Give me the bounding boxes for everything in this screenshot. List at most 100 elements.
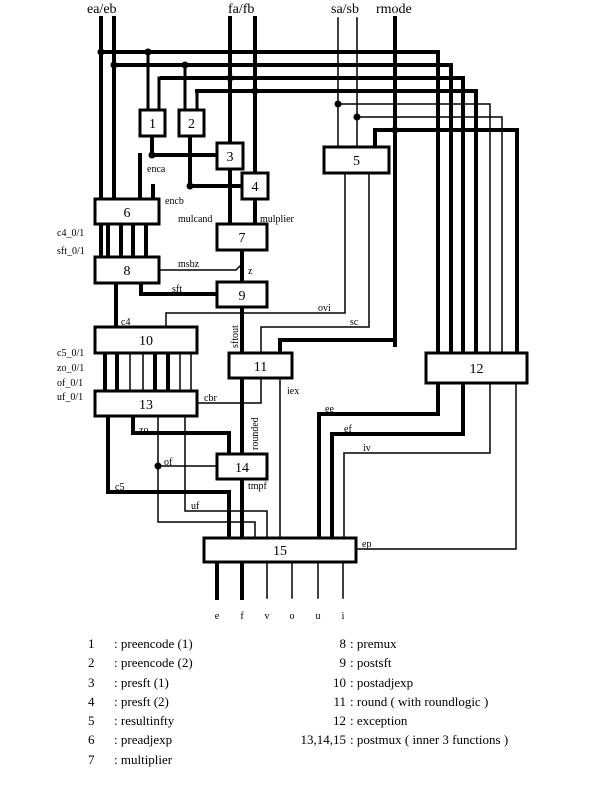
junction-dot	[391, 126, 399, 134]
junction-dot	[110, 61, 118, 69]
signal-label-c4: c4	[121, 317, 130, 328]
signal-label-c5-01: c5_0/1	[57, 348, 84, 359]
signal-label-cbr: cbr	[204, 393, 217, 404]
junction-dot	[97, 48, 105, 56]
signal-label-ovi: ovi	[318, 303, 331, 314]
block-label: 3	[227, 150, 234, 165]
block-label: 1	[149, 117, 156, 132]
legend-number: 3	[88, 674, 95, 690]
legend-number: 7	[88, 751, 95, 767]
legend-number: 12	[333, 713, 346, 729]
legend-item: 9: postsft	[286, 653, 508, 672]
legend-description: : round ( with roundlogic )	[350, 693, 489, 709]
block-label: 9	[239, 289, 246, 304]
signal-label-rounded: rounded	[250, 417, 261, 450]
output-label-o: o	[290, 611, 295, 622]
signal-label-c5: c5	[115, 482, 124, 493]
legend-item: 8: premux	[286, 634, 508, 653]
legend-item: 2: preencode (2)	[88, 653, 193, 672]
signal-label-z: z	[248, 266, 253, 277]
legend-number: 8	[339, 636, 347, 651]
output-label-e: e	[215, 611, 220, 622]
signal-label-mulcand: mulcand	[178, 214, 212, 225]
legend-item: 5: resultinfty	[88, 711, 193, 730]
signal-label-of: of	[164, 457, 173, 468]
legend-item: 6: preadjexp	[88, 730, 193, 749]
legend-item: 11: round ( with roundlogic )	[286, 692, 508, 711]
bus-fb	[195, 89, 478, 354]
input-label-rmode: rmode	[376, 2, 412, 17]
wire-ovi	[165, 171, 346, 328]
legend-description: : postmux ( inner 3 functions )	[350, 732, 509, 748]
wire-ee	[317, 381, 440, 540]
signal-label-zo-01: zo_0/1	[57, 363, 84, 374]
block-1-preencode-1	[138, 108, 167, 138]
legend-number: 2	[88, 655, 95, 671]
legend-item: 12: exception	[286, 711, 508, 730]
block-label: 8	[124, 264, 131, 279]
block-7-multiplier	[215, 222, 269, 252]
block-13-postmux	[93, 389, 199, 418]
output-label-v: v	[265, 611, 270, 622]
signal-label-uf-01: uf_0/1	[57, 392, 83, 403]
legend-description: : preencode (1)	[114, 636, 193, 651]
wire-c5	[106, 414, 231, 540]
legend-item: 13,14,15: postmux ( inner 3 functions )	[286, 730, 509, 749]
legend-item: 1: preencode (1)	[88, 634, 193, 653]
block-label: 15	[273, 544, 287, 559]
legend-number: 13,14,15	[300, 732, 347, 748]
wire-msbz	[158, 262, 244, 271]
signal-label-enca: enca	[147, 164, 166, 175]
output-label-i: i	[342, 611, 345, 622]
block-label: 4	[252, 180, 259, 195]
legend-number: 4	[88, 693, 95, 709]
junction-dot	[226, 74, 234, 82]
legend-description: : premux	[350, 636, 397, 651]
signal-label-sftout: sftout	[230, 325, 241, 348]
input-label-fa-fb: fa/fb	[228, 2, 254, 17]
block-label: 5	[353, 154, 360, 169]
legend-description: : multiplier	[114, 751, 173, 767]
signal-label-msbz: msbz	[178, 259, 200, 270]
legend-description: : presft (1)	[114, 674, 169, 690]
bus-rmode	[373, 128, 519, 354]
junction-dot	[334, 100, 342, 108]
junction-dot	[251, 87, 259, 95]
wire-zo	[131, 414, 231, 456]
block-label: 7	[239, 231, 246, 246]
block-label: 6	[124, 206, 131, 221]
output-label-u: u	[316, 611, 321, 622]
block-2-preencode-2	[177, 108, 206, 138]
legend-number: 10	[333, 674, 346, 690]
block-14-postmux	[215, 452, 269, 481]
block-label: 13	[139, 398, 153, 413]
input-label-sa-sb: sa/sb	[331, 2, 359, 17]
signal-label-iex: iex	[287, 386, 299, 397]
junction-dot	[353, 113, 361, 121]
legend-description: : postadjexp	[350, 674, 414, 690]
legend-item: 7 : multiplier	[88, 750, 193, 769]
signal-label-uf: uf	[191, 501, 200, 512]
wire-uf	[184, 415, 268, 539]
bus-sb	[356, 116, 503, 353]
block-5-resultinfty	[322, 145, 391, 175]
signal-label-sc: sc	[350, 317, 359, 328]
legend-item: 4 : presft (2)	[88, 692, 193, 711]
signal-label-mulplier: mulplier	[260, 214, 295, 225]
wire-ep	[355, 382, 517, 550]
signal-label-of-01: of_0/1	[57, 378, 83, 389]
signal-label-sft: sft	[172, 284, 182, 295]
legend-description: : presft (2)	[114, 693, 169, 709]
signal-label-ef: ef	[344, 424, 352, 435]
wire-iv	[343, 382, 491, 539]
legend-description: : postsft	[350, 655, 392, 671]
wire-sft	[139, 282, 219, 296]
legend-number: 6	[88, 732, 95, 748]
block-11-round	[227, 351, 294, 380]
signal-label-c4-01: c4_0/1	[57, 228, 84, 239]
bus-sa	[337, 103, 491, 353]
signal-label-iv: iv	[363, 443, 371, 454]
signal-label-tmpf: tmpf	[248, 481, 268, 492]
block-label: 12	[470, 362, 484, 377]
